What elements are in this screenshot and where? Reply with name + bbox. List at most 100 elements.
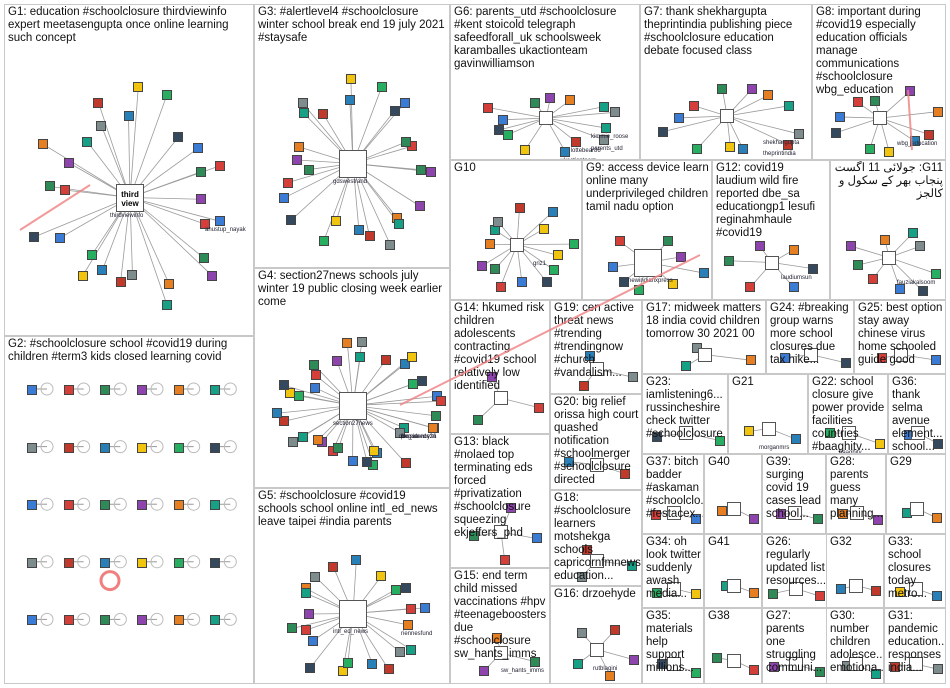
network-node[interactable] <box>723 255 734 266</box>
hub-node[interactable] <box>727 501 741 516</box>
network-node[interactable] <box>585 351 596 362</box>
network-node[interactable] <box>376 82 387 93</box>
network-node[interactable] <box>814 591 825 602</box>
network-node[interactable] <box>54 233 65 244</box>
network-node[interactable] <box>691 668 701 679</box>
network-node[interactable] <box>808 263 819 274</box>
network-node[interactable] <box>279 192 290 203</box>
network-node[interactable] <box>27 385 37 395</box>
network-node[interactable] <box>400 457 411 468</box>
network-node[interactable] <box>493 125 504 136</box>
hub-node[interactable] <box>539 111 553 126</box>
network-node[interactable] <box>173 557 184 568</box>
network-node[interactable] <box>292 155 303 165</box>
network-node[interactable] <box>293 141 304 152</box>
network-node[interactable] <box>754 241 765 252</box>
network-node[interactable] <box>788 282 799 293</box>
hub-node[interactable] <box>590 362 604 377</box>
network-node[interactable] <box>490 263 501 274</box>
network-node[interactable] <box>871 669 881 680</box>
network-node[interactable] <box>137 442 147 453</box>
network-node[interactable] <box>691 144 702 155</box>
network-node[interactable] <box>279 416 290 427</box>
network-node[interactable] <box>749 587 759 598</box>
network-node[interactable] <box>63 442 74 453</box>
network-node[interactable] <box>82 136 93 147</box>
network-node[interactable] <box>598 101 609 112</box>
network-node[interactable] <box>86 250 97 261</box>
hub-node[interactable] <box>788 506 802 520</box>
network-node[interactable] <box>841 357 851 368</box>
network-node[interactable] <box>725 141 736 152</box>
network-node[interactable] <box>868 273 879 284</box>
network-node[interactable] <box>420 602 430 613</box>
network-node[interactable] <box>137 500 147 511</box>
network-node[interactable] <box>417 375 428 386</box>
network-node[interactable] <box>210 442 221 453</box>
network-node[interactable] <box>676 251 687 262</box>
network-node[interactable] <box>196 166 207 177</box>
network-node[interactable] <box>344 95 355 106</box>
network-node[interactable] <box>207 270 218 281</box>
network-node[interactable] <box>297 98 308 109</box>
network-node[interactable] <box>367 659 378 670</box>
network-node[interactable] <box>468 531 479 542</box>
network-node[interactable] <box>565 94 576 105</box>
network-node[interactable] <box>931 355 942 366</box>
network-node[interactable] <box>495 281 506 292</box>
network-node[interactable] <box>313 434 324 445</box>
network-node[interactable] <box>435 396 446 407</box>
network-node[interactable] <box>44 181 55 192</box>
network-node[interactable] <box>650 509 661 520</box>
network-node[interactable] <box>880 234 891 245</box>
network-node[interactable] <box>63 500 74 511</box>
hub-node[interactable] <box>339 599 367 628</box>
network-node[interactable] <box>529 656 540 667</box>
network-node[interactable] <box>634 284 644 295</box>
network-node[interactable] <box>351 554 362 565</box>
network-node[interactable] <box>390 584 401 595</box>
network-node[interactable] <box>362 456 373 467</box>
network-node[interactable] <box>870 585 881 596</box>
hub-node[interactable] <box>510 237 524 252</box>
network-node[interactable] <box>164 278 175 289</box>
network-node[interactable] <box>505 503 516 514</box>
network-node[interactable] <box>100 385 111 395</box>
network-node[interactable] <box>100 557 111 568</box>
network-node[interactable] <box>331 215 342 226</box>
network-node[interactable] <box>673 112 684 123</box>
network-node[interactable] <box>210 557 221 568</box>
network-node[interactable] <box>560 147 571 157</box>
hub-node[interactable] <box>727 578 741 593</box>
network-node[interactable] <box>932 106 943 117</box>
network-node[interactable] <box>318 235 329 246</box>
network-node[interactable] <box>578 381 589 391</box>
network-node[interactable] <box>570 136 581 147</box>
network-node[interactable] <box>100 442 111 453</box>
network-node[interactable] <box>328 562 339 573</box>
network-node[interactable] <box>173 385 184 395</box>
network-node[interactable] <box>852 260 863 271</box>
network-node[interactable] <box>428 422 439 433</box>
hub-node[interactable] <box>804 347 818 362</box>
hub-node[interactable] <box>720 109 734 123</box>
network-node[interactable] <box>784 100 795 111</box>
network-node[interactable] <box>308 635 319 646</box>
network-node[interactable] <box>745 282 756 293</box>
network-node[interactable] <box>406 644 417 655</box>
network-node[interactable] <box>333 443 344 454</box>
hub-node[interactable] <box>849 578 863 593</box>
network-node[interactable] <box>342 657 353 668</box>
network-node[interactable] <box>347 455 358 466</box>
network-node[interactable] <box>482 102 493 113</box>
network-node[interactable] <box>331 355 342 366</box>
network-node[interactable] <box>389 105 400 116</box>
network-node[interactable] <box>889 662 900 672</box>
network-node[interactable] <box>547 206 558 217</box>
network-node[interactable] <box>383 664 394 675</box>
hub-node[interactable] <box>910 501 924 516</box>
network-node[interactable] <box>884 147 895 157</box>
network-node[interactable] <box>933 438 943 449</box>
network-node[interactable] <box>63 385 74 395</box>
network-node[interactable] <box>614 236 625 247</box>
